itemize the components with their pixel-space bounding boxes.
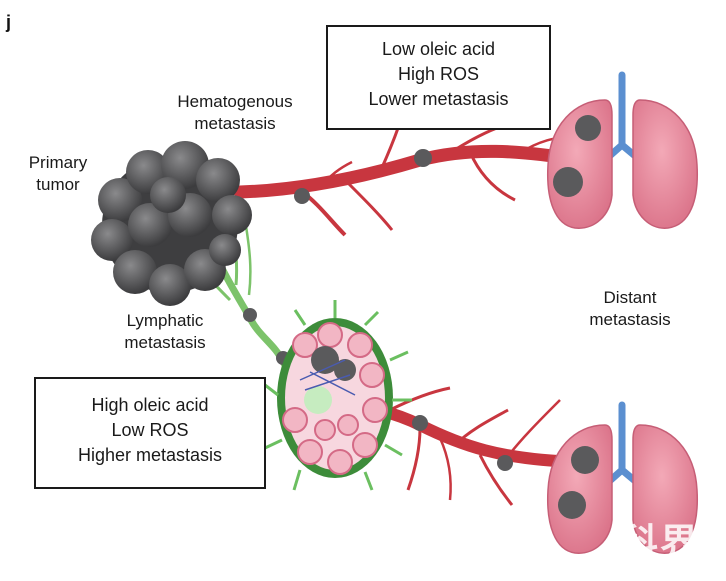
lymphatic-label-line-1: Lymphatic [126,311,204,330]
watermark-logo: 科界 [619,520,700,565]
hematogenous-label-line-1: Hematogenous [177,92,293,111]
primary-tumor [91,141,252,306]
lymphatic-label: Lymphatic metastasis [100,310,230,354]
panel-label: j [6,12,12,32]
hematogenous-condition-box: Low oleic acid High ROS Lower metastasis [326,25,551,130]
hematogenous-label-line-2: metastasis [194,114,276,133]
top-box-line-3: Lower metastasis [368,89,509,109]
lymph-node [264,300,412,491]
top-box-line-1: Low oleic acid [381,39,496,59]
lymphatic-label-line-2: metastasis [124,333,206,352]
hematogenous-label: Hematogenous metastasis [155,91,315,135]
distant-label-line-1: Distant [603,288,657,307]
top-box-line-2: High ROS [397,64,480,84]
distant-label-line-2: metastasis [589,310,671,329]
bottom-box-line-3: Higher metastasis [77,445,223,465]
bottom-box-line-2: Low ROS [111,420,189,440]
lungs-upper [546,71,699,229]
bottom-box-line-1: High oleic acid [91,395,209,415]
lungs-lower [546,401,699,554]
circulating-tumor-cells-lower [412,415,513,471]
primary-tumor-label: Primary tumor [18,152,98,196]
primary-tumor-label-line-1: Primary [28,153,88,172]
distant-metastasis-label: Distant metastasis [570,287,690,331]
circulating-tumor-cells-upper [294,149,432,204]
lymphatic-condition-box: High oleic acid Low ROS Higher metastasi… [34,377,266,489]
primary-tumor-label-line-2: tumor [36,175,80,194]
